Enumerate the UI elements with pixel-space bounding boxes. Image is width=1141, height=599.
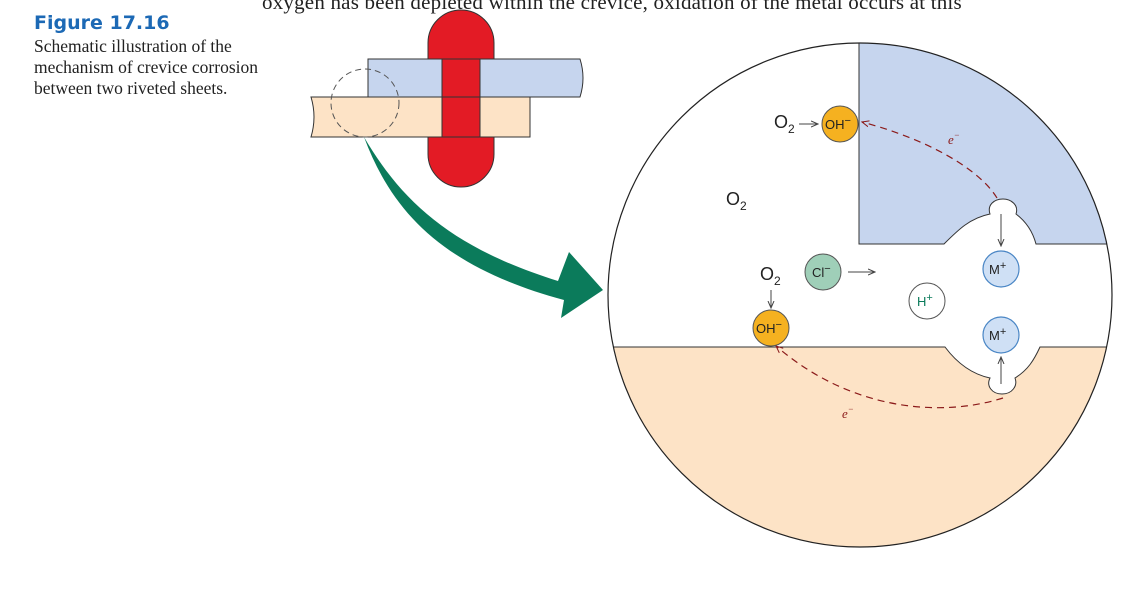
figure-caption: Schematic illustration of the mechanism …	[34, 36, 259, 98]
lower-sheet-magnified	[608, 346, 1112, 547]
crevice-highlight-circle	[330, 68, 400, 138]
svg-text:M+: M+	[989, 326, 1006, 343]
electron-path-lower	[776, 346, 1004, 409]
hydroxide-ion-lower: OH−	[752, 309, 790, 347]
rivet-head-top	[427, 9, 495, 60]
riveted-sheets-overview	[310, 9, 584, 188]
lower-sheet-small	[310, 96, 531, 138]
svg-text:M+: M+	[989, 260, 1006, 277]
magnified-view	[608, 43, 1112, 547]
magnified-circle-outline	[607, 42, 1113, 548]
svg-text:H+: H+	[917, 292, 933, 309]
electron-label-lower: e−	[842, 404, 854, 421]
chloride-ion: Cl−	[804, 253, 842, 291]
o2-left-label: O2	[760, 264, 781, 288]
metal-ion-upper: M+	[982, 250, 1020, 288]
electron-label-upper: e−	[948, 130, 960, 147]
electron-path-upper	[862, 122, 998, 199]
hydroxide-ion-upper: OH−	[821, 105, 859, 143]
hydrogen-ion: H+	[908, 282, 946, 320]
zoom-arrow	[364, 137, 603, 318]
figure-number: Figure 17.16	[34, 12, 170, 34]
rivet-shank	[441, 58, 481, 138]
metal-ion-lower: M+	[982, 316, 1020, 354]
body-text-line: oxygen has been depleted within the crev…	[262, 0, 962, 14]
svg-text:OH−: OH−	[825, 115, 851, 132]
rivet-head-bottom	[427, 136, 495, 188]
svg-text:OH−: OH−	[756, 319, 782, 336]
o2-top-label: O2	[774, 112, 795, 136]
o2-free-label: O2	[726, 189, 747, 213]
svg-text:Cl−: Cl−	[812, 263, 831, 280]
